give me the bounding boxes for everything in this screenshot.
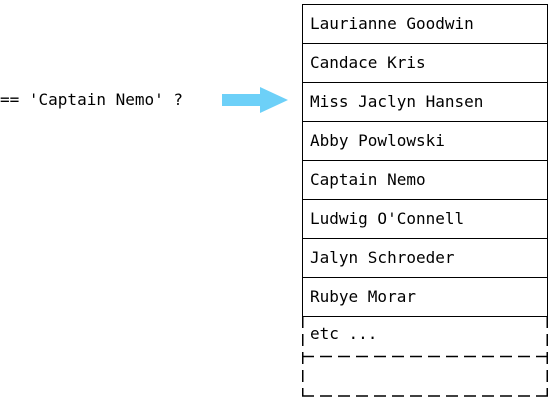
etc-label: etc ... [310, 324, 378, 343]
list-item: Candace Kris [302, 43, 548, 82]
list-item: Abby Powlowski [302, 121, 548, 160]
list-item: Rubye Morar [302, 277, 548, 317]
list-item: Miss Jaclyn Hansen [302, 82, 548, 121]
arrow-shape [222, 87, 288, 113]
right-arrow-icon [222, 87, 288, 113]
continuation-cells [302, 316, 548, 397]
list-item: Captain Nemo [302, 160, 548, 199]
list-item: Laurianne Goodwin [302, 4, 548, 43]
name-list: Laurianne Goodwin Candace Kris Miss Jacl… [302, 4, 548, 317]
comparison-query: == 'Captain Nemo' ? [0, 90, 184, 109]
list-item: Jalyn Schroeder [302, 238, 548, 277]
list-item: Ludwig O'Connell [302, 199, 548, 238]
